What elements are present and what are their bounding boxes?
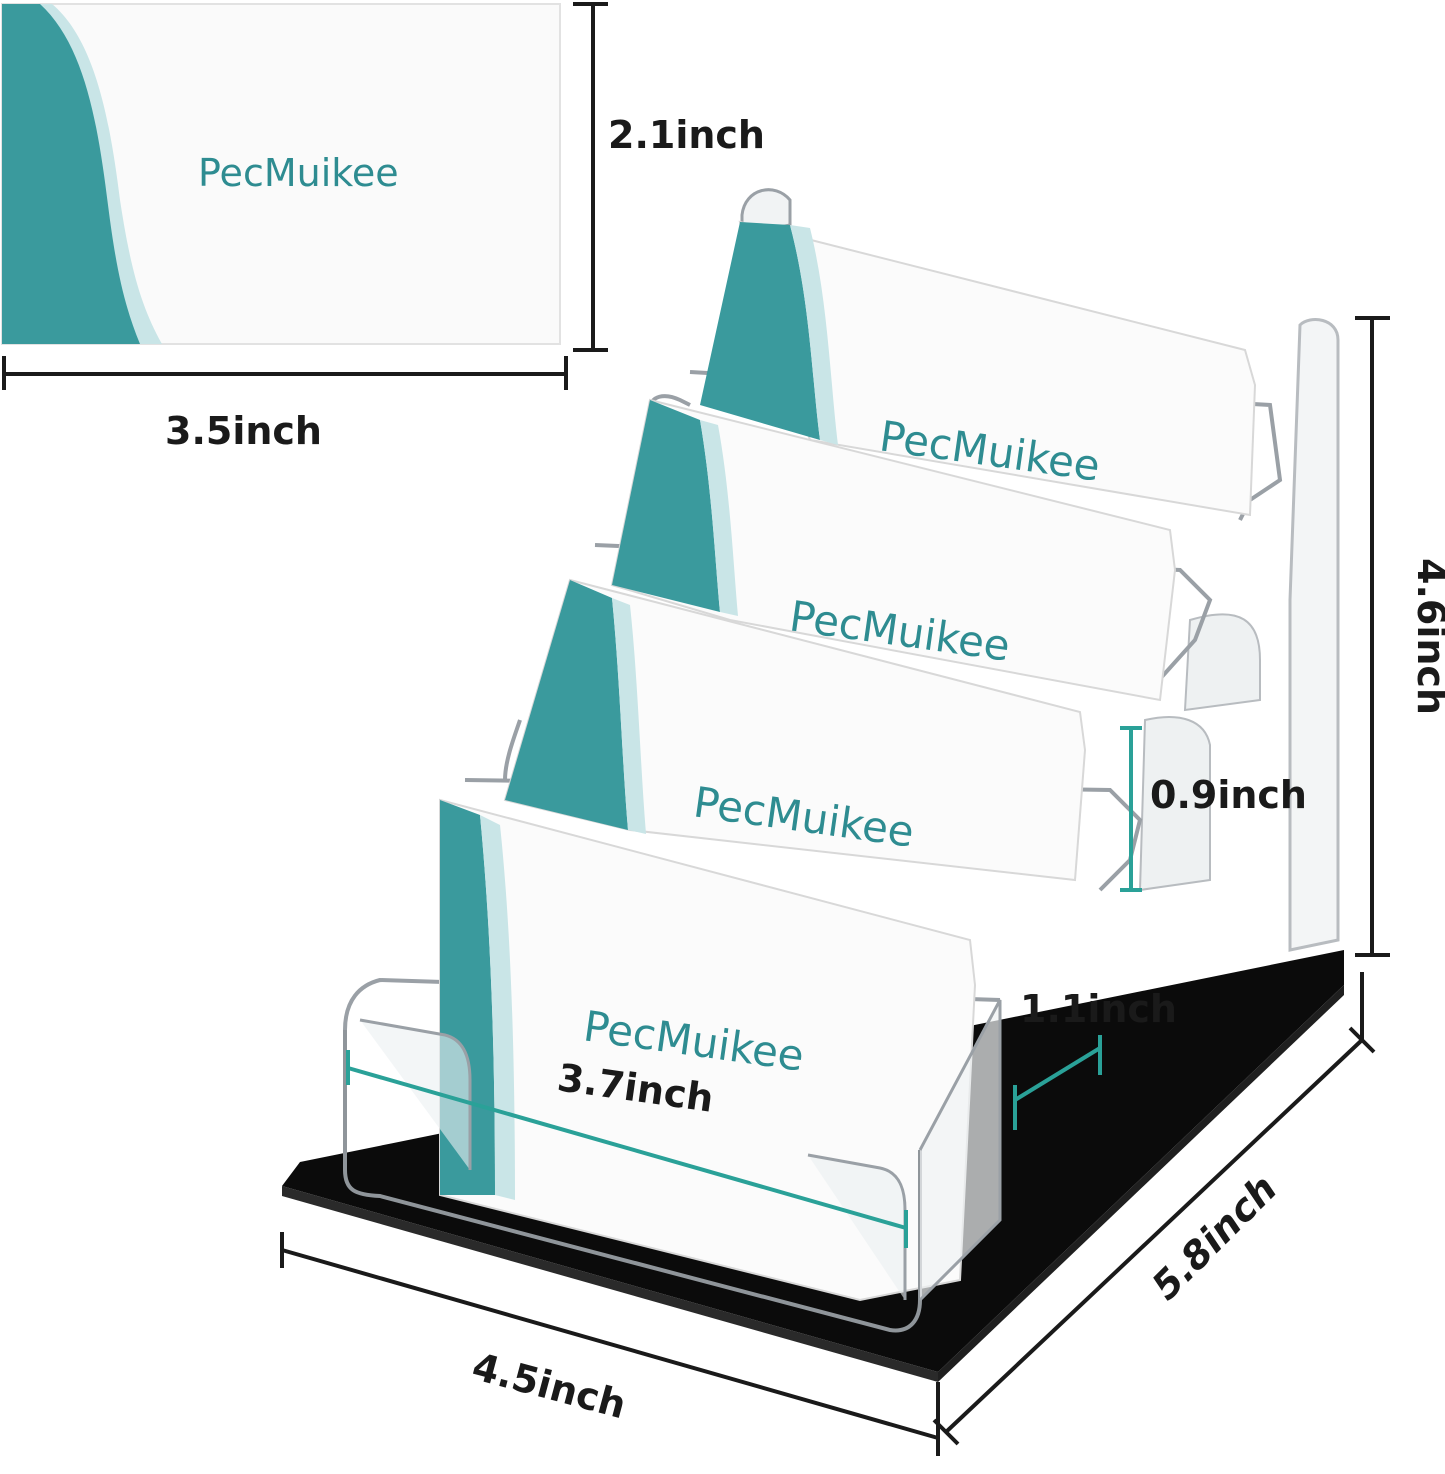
tier-1: PecMuikee (343, 798, 1002, 1333)
card-height-label: 2.1inch (608, 113, 765, 157)
holder-height-dimension (1355, 316, 1390, 957)
base-depth-dimension (932, 972, 1376, 1446)
base-depth-label: 5.8inch (1143, 1166, 1285, 1308)
acrylic-side-panel (1138, 318, 1340, 952)
sample-business-card: PecMuikee (1, 3, 561, 345)
slot-width-dimension (346, 1050, 908, 1248)
card-width-dimension (2, 356, 568, 390)
holder-height-label: 4.6inch (1409, 558, 1445, 715)
slot-depth-dimension (1013, 1035, 1102, 1130)
slot-depth-label: 1.1inch (1020, 987, 1177, 1031)
card-brand-name: PecMuikee (198, 151, 399, 195)
base-width-label: 4.5inch (468, 1344, 631, 1427)
card-height-dimension (573, 2, 608, 352)
tier-2: PecMuikee (464, 578, 1143, 892)
tier-step-dimension (1120, 726, 1142, 892)
tier-4: PecMuikee (689, 188, 1283, 521)
card-width-label: 3.5inch (165, 409, 322, 453)
tier-step-label: 0.9inch (1150, 773, 1307, 817)
